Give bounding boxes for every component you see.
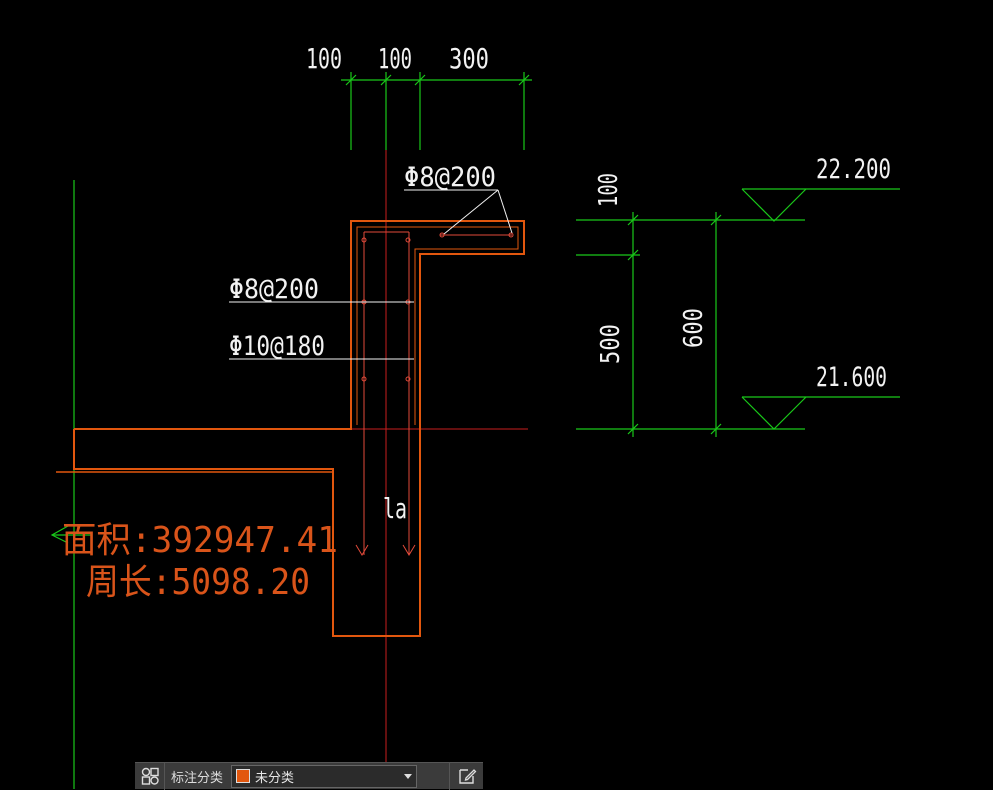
top-dimension-group <box>341 72 532 150</box>
annotation-category-label: 标注分类 <box>171 769 224 785</box>
side-dimension-group <box>576 212 805 437</box>
elevation-bottom-label: 21.600 <box>816 362 887 393</box>
elevation-marker-bottom <box>741 396 900 430</box>
top-dim-3: 300 <box>449 42 489 75</box>
elevation-marker-top <box>741 188 900 222</box>
rebar-top-label: Φ8@200 <box>404 162 496 193</box>
edit-icon[interactable] <box>449 762 483 790</box>
side-dim-600: 600 <box>679 308 709 348</box>
rebar-mid-label: Φ8@200 <box>229 274 319 305</box>
rebar-group <box>355 231 514 556</box>
annotation-toolbar: 标注分类 未分类 <box>135 762 483 790</box>
rebar-low-label: Φ10@180 <box>229 331 325 362</box>
category-selected-value: 未分类 <box>255 769 295 785</box>
elevation-top-label: 22.200 <box>816 154 891 185</box>
side-dim-500: 500 <box>596 324 626 364</box>
wall-outline <box>73 220 525 637</box>
rebar-top-leader-a <box>443 189 499 235</box>
anchor-label: la <box>383 492 407 525</box>
grid-icon[interactable] <box>135 762 165 790</box>
area-label: 面积:392947.41 <box>62 520 338 561</box>
wall-inner-outline <box>356 226 519 425</box>
chevron-down-icon <box>404 773 413 779</box>
top-dim-2: 100 <box>378 42 412 75</box>
annotation-category-select[interactable]: 未分类 <box>231 764 418 788</box>
top-dim-1: 100 <box>306 42 342 75</box>
perimeter-label: 周长:5098.20 <box>86 562 310 603</box>
category-color-swatch <box>236 769 251 783</box>
side-dim-100: 100 <box>594 173 624 207</box>
rebar-top-leader-b <box>497 189 513 234</box>
